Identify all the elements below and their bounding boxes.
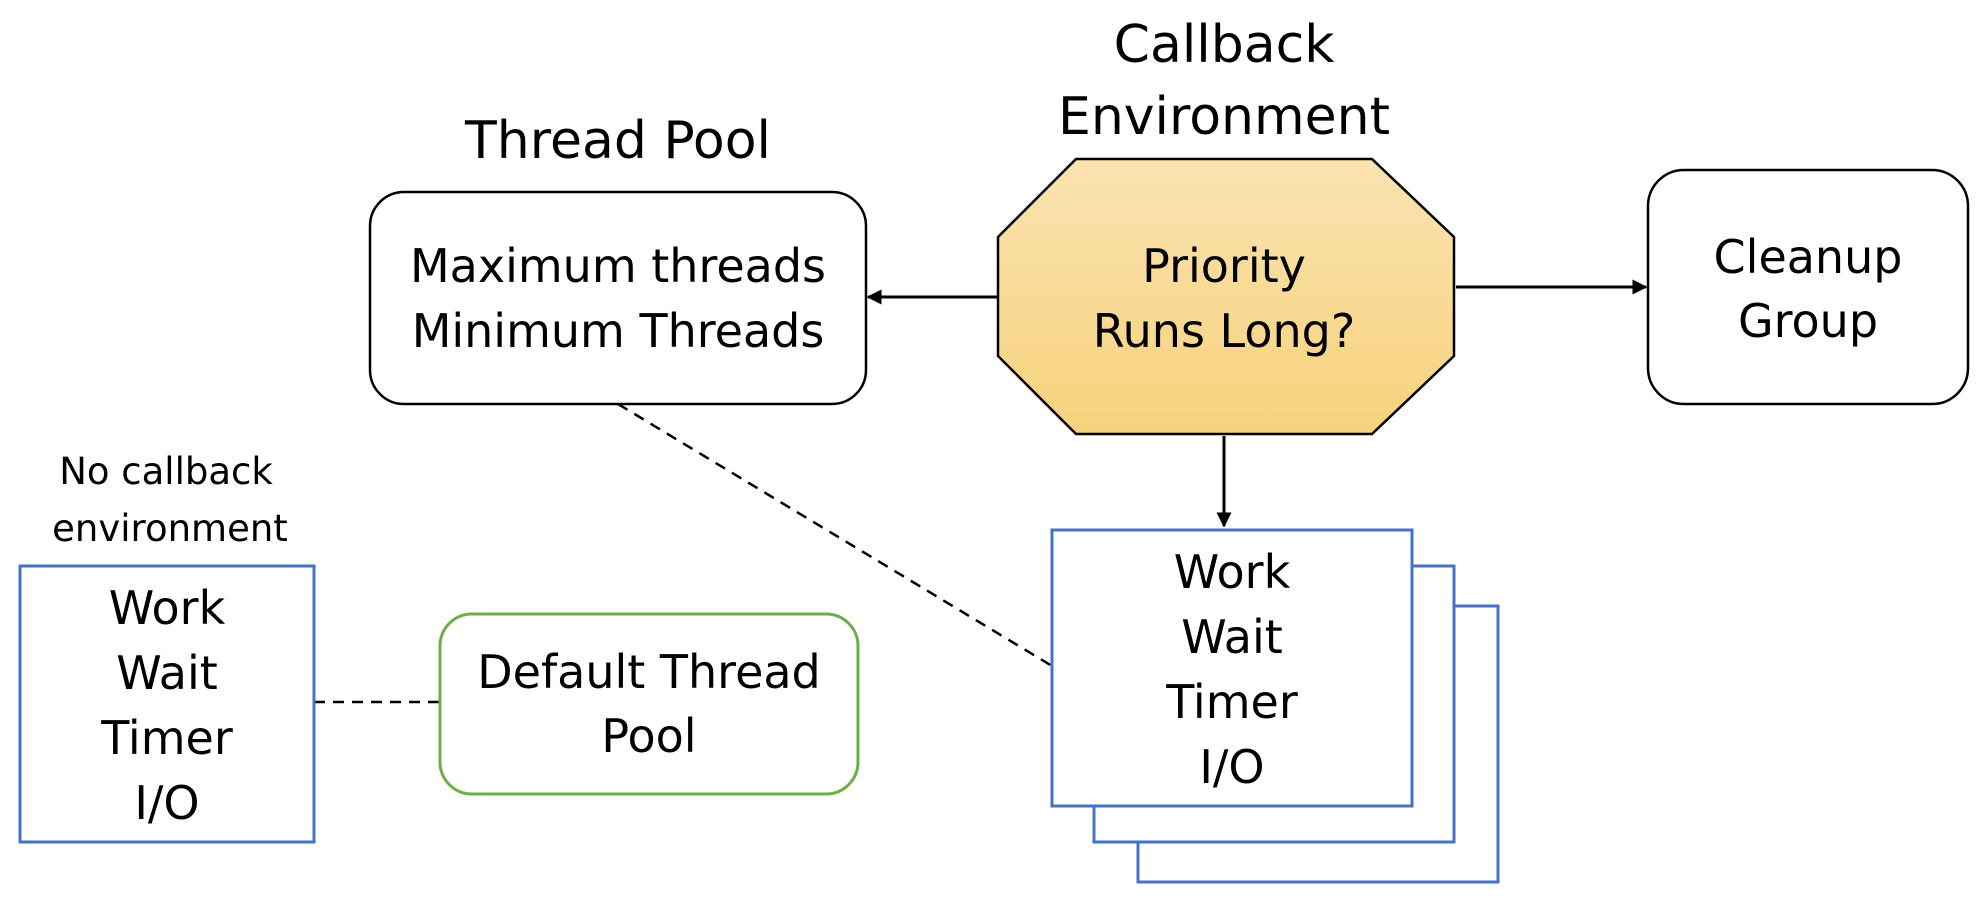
callback-environment-title-line2: Environment — [1058, 87, 1390, 147]
no-env-objects-work: Work — [109, 581, 226, 635]
thread-pool-title: Thread Pool — [464, 111, 771, 171]
cleanup-group-line1: Cleanup — [1714, 230, 1903, 284]
callback-objects-io: I/O — [1199, 740, 1264, 794]
dashed-link-thread-pool-to-objects — [617, 402, 1053, 668]
thread-pool-line-max: Maximum threads — [410, 239, 826, 293]
callback-objects-wait: Wait — [1181, 610, 1283, 664]
thread-pool-line-min: Minimum Threads — [412, 304, 825, 358]
default-thread-pool-line1: Default Thread — [477, 645, 821, 699]
no-env-objects-box — [18, 564, 316, 844]
default-thread-pool-line2: Pool — [601, 709, 696, 763]
callback-environment-line-runs-long: Runs Long? — [1093, 304, 1356, 358]
default-thread-pool-box — [438, 612, 860, 796]
no-env-objects-timer: Timer — [100, 711, 233, 765]
callback-environment-title-line1: Callback — [1114, 15, 1335, 75]
callback-objects-work: Work — [1174, 545, 1291, 599]
no-env-objects-io: I/O — [134, 776, 199, 830]
cleanup-group-line2: Group — [1738, 294, 1878, 348]
callback-environment-line-priority: Priority — [1142, 239, 1306, 293]
no-env-note-line1: No callback — [59, 450, 273, 493]
cleanup-group-box — [1646, 168, 1970, 406]
callback-objects-timer: Timer — [1165, 675, 1298, 729]
callback-environment-octagon — [996, 157, 1456, 436]
no-env-note-line2: environment — [52, 507, 288, 550]
no-env-objects-wait: Wait — [116, 646, 218, 700]
thread-pool-box — [368, 190, 868, 406]
callback-objects-front-card — [1050, 528, 1414, 808]
